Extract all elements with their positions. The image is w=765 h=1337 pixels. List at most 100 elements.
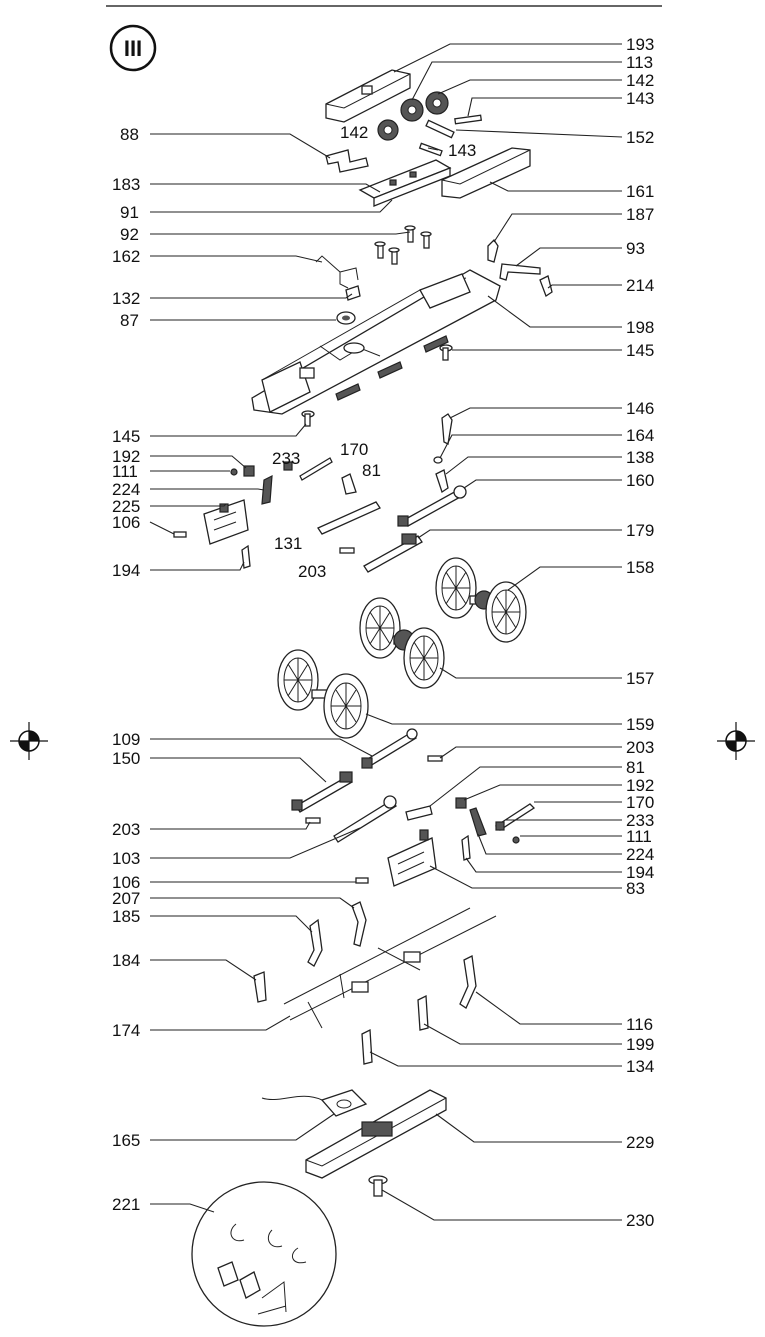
callout-143-b: 143 [448, 141, 476, 160]
callout-labels: 193 113 142 143 142 152 88 143 183 161 9… [112, 35, 654, 1230]
callout-134: 134 [626, 1057, 654, 1076]
part-111-upper [230, 468, 238, 476]
part-housing-161 [441, 147, 531, 199]
callout-81-a: 81 [362, 461, 381, 480]
registration-mark-right [717, 722, 755, 760]
callout-145-b: 145 [112, 427, 140, 446]
part-main-frame [251, 269, 501, 415]
callout-233-a: 233 [272, 449, 300, 468]
part-screws-92 [374, 225, 432, 265]
callout-203-a: 203 [298, 562, 326, 581]
part-gear-113 [400, 98, 424, 122]
part-crosshead-225 [203, 499, 249, 545]
part-bearing-87 [336, 311, 356, 325]
part-wheelset-157 [359, 597, 445, 689]
part-axle-143-lower [418, 142, 443, 157]
part-88 [325, 149, 369, 173]
callout-192-a: 192 [112, 447, 140, 466]
part-138 [435, 469, 449, 494]
part-axle-143-upper [454, 114, 483, 125]
part-203-upper [339, 547, 355, 554]
callout-221: 221 [112, 1195, 140, 1214]
part-192-lower [455, 797, 467, 809]
callout-146: 146 [626, 399, 654, 418]
callout-113: 113 [626, 53, 653, 72]
callout-179: 179 [626, 521, 654, 540]
part-81-upper [341, 473, 357, 495]
callout-225: 225 [112, 497, 140, 516]
part-134 [361, 1028, 373, 1065]
callout-152: 152 [626, 128, 654, 147]
callout-83: 83 [626, 879, 645, 898]
part-rod-103 [333, 795, 397, 843]
leader-lines [149, 43, 623, 1221]
callout-109: 109 [112, 730, 140, 749]
callout-93: 93 [626, 239, 645, 258]
part-wheelset-159 [277, 649, 369, 739]
callout-203-b: 203 [626, 738, 654, 757]
callout-145-a: 145 [626, 341, 654, 360]
callout-111-b: 111 [626, 827, 652, 846]
part-192-upper [243, 465, 255, 477]
part-233-lower [495, 821, 505, 831]
part-screw-145-upper [439, 344, 453, 361]
callout-91: 91 [120, 203, 139, 222]
part-gearbox-plate [358, 159, 452, 207]
callout-170-a: 170 [340, 440, 368, 459]
part-106-lower [355, 877, 369, 884]
callout-92: 92 [120, 225, 139, 244]
part-106-upper [173, 531, 187, 538]
part-203-lower [305, 817, 321, 824]
callout-164: 164 [626, 426, 654, 445]
callout-187: 187 [626, 205, 654, 224]
part-reversing-shaft-174 [283, 907, 497, 1029]
part-207 [351, 901, 367, 947]
callout-229: 229 [626, 1133, 654, 1152]
callout-157: 157 [626, 669, 654, 688]
callout-87: 87 [120, 311, 139, 330]
callout-194-b: 194 [626, 863, 654, 882]
part-wire-162 [315, 255, 359, 289]
callout-160: 160 [626, 471, 654, 490]
part-spare-parts-221 [191, 1181, 337, 1327]
callout-116: 116 [626, 1015, 653, 1034]
part-93 [499, 263, 541, 281]
callout-131: 131 [274, 534, 302, 553]
callout-193: 193 [626, 35, 654, 54]
part-203-middle [427, 755, 443, 762]
callout-106-a: 106 [112, 513, 140, 532]
part-194-lower [461, 834, 471, 861]
callout-203-c: 203 [112, 820, 140, 839]
section-marker: III [109, 24, 157, 72]
callout-165: 165 [112, 1131, 140, 1150]
part-rod-109 [361, 728, 418, 769]
part-187 [487, 238, 499, 263]
callout-207: 207 [112, 889, 140, 908]
callout-224-a: 224 [112, 480, 140, 499]
callout-214: 214 [626, 276, 654, 295]
part-146 [441, 413, 453, 445]
part-screw-230 [368, 1175, 388, 1197]
part-screw-145-lower [301, 410, 315, 427]
callout-170-b: 170 [626, 793, 654, 812]
part-gear-142-upper [425, 91, 449, 115]
part-184 [253, 971, 267, 1003]
part-224-lower [469, 807, 487, 837]
part-224-upper [261, 474, 273, 505]
registration-mark-left [10, 722, 48, 760]
callout-233-b: 233 [626, 811, 654, 830]
part-81-lower [405, 805, 433, 821]
part-185 [307, 918, 323, 967]
part-rod-150 [291, 771, 353, 813]
part-rod-179 [363, 533, 423, 573]
callout-142-b: 142 [340, 123, 368, 142]
part-axle-152 [425, 119, 455, 139]
callout-192-b: 192 [626, 776, 654, 795]
callout-159: 159 [626, 715, 654, 734]
part-gearbox-housing [325, 69, 411, 123]
callout-199: 199 [626, 1035, 654, 1054]
callout-81-b: 81 [626, 758, 645, 777]
part-214 [539, 275, 553, 297]
callout-162: 162 [112, 247, 140, 266]
